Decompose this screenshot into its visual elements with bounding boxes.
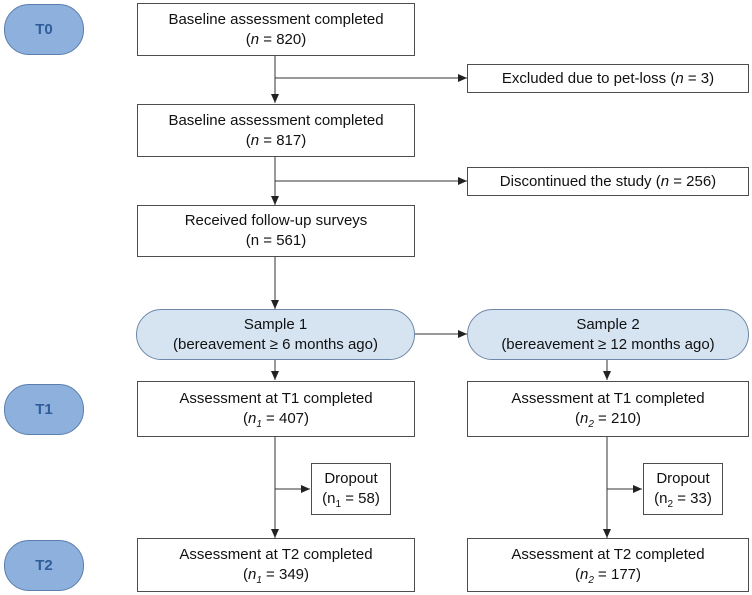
baseline-assessment-box: Baseline assessment completed (n = 820)	[137, 3, 415, 56]
followup-count: (n = 561)	[245, 232, 307, 249]
sample-1-t2-box: Assessment at T2 completed (n1 = 349)	[137, 538, 415, 592]
stage-t0-label: T0	[35, 21, 53, 38]
followup-box: Received follow-up surveys (n = 561)	[137, 205, 415, 257]
sample-1-t2-count: (n1 = 349)	[242, 566, 310, 586]
sample-2-title: Sample 2	[576, 315, 640, 333]
sample-1-dropout-count: (n1 = 58)	[322, 490, 380, 510]
baseline-title: Baseline assessment completed	[168, 10, 384, 28]
excluded-box: Excluded due to pet-loss (n = 3)	[467, 64, 749, 93]
sample-2-subtitle: (bereavement ≥ 12 months ago)	[501, 335, 715, 353]
sample-1-subtitle: (bereavement ≥ 6 months ago)	[172, 335, 378, 353]
stage-t0: T0	[4, 4, 84, 55]
sample-1-box: Sample 1 (bereavement ≥ 6 months ago)	[136, 309, 415, 360]
sample-2-dropout-count: (n2 = 33)	[654, 490, 712, 510]
sample-2-dropout-box: Dropout (n2 = 33)	[643, 463, 723, 515]
sample-2-t1-count: (n2 = 210)	[574, 410, 642, 430]
stage-t2: T2	[4, 540, 84, 591]
sample-2-t1-box: Assessment at T1 completed (n2 = 210)	[467, 381, 749, 437]
sample-2-t2-box: Assessment at T2 completed (n2 = 177)	[467, 538, 749, 592]
stage-t1-label: T1	[35, 401, 53, 418]
sample-2-t2-count: (n2 = 177)	[574, 566, 642, 586]
stage-t2-label: T2	[35, 557, 53, 574]
sample-1-t1-title: Assessment at T1 completed	[179, 390, 373, 407]
sample-1-t1-box: Assessment at T1 completed (n1 = 407)	[137, 381, 415, 437]
stage-t1: T1	[4, 384, 84, 435]
baseline2-title: Baseline assessment completed	[168, 111, 384, 129]
sample-2-t2-title: Assessment at T2 completed	[511, 546, 705, 563]
sample-1-dropout-box: Dropout (n1 = 58)	[311, 463, 391, 515]
excluded-text: Excluded due to pet-loss (n = 3)	[501, 69, 715, 87]
followup-title: Received follow-up surveys	[184, 212, 368, 229]
sample-1-t1-count: (n1 = 407)	[242, 410, 310, 430]
sample-2-box: Sample 2 (bereavement ≥ 12 months ago)	[467, 309, 749, 360]
sample-1-t2-title: Assessment at T2 completed	[179, 546, 373, 563]
sample-1-title: Sample 1	[243, 315, 308, 333]
baseline-count: (n = 820)	[245, 30, 307, 48]
baseline-assessment-box-2: Baseline assessment completed (n = 817)	[137, 104, 415, 157]
sample-1-dropout-title: Dropout	[324, 470, 378, 487]
sample-2-t1-title: Assessment at T1 completed	[511, 390, 705, 407]
sample-2-dropout-title: Dropout	[656, 470, 710, 487]
baseline2-count: (n = 817)	[245, 131, 307, 149]
discontinued-box: Discontinued the study (n = 256)	[467, 167, 749, 196]
discontinued-text: Discontinued the study (n = 256)	[499, 172, 717, 190]
